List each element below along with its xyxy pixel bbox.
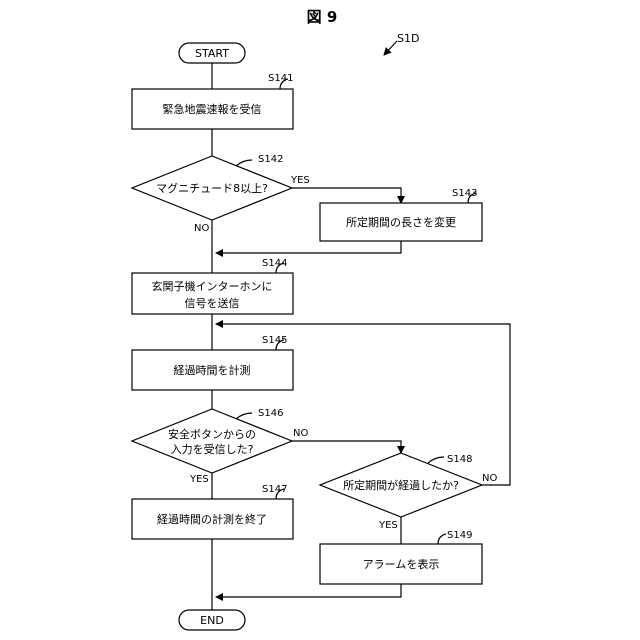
figure-ref-label: S1D bbox=[397, 32, 419, 45]
step-s141-id: S141 bbox=[268, 73, 293, 84]
figure-title: 図 9 bbox=[307, 8, 338, 26]
decision-s146-no: NO bbox=[293, 428, 308, 439]
decision-s142-leader bbox=[236, 160, 252, 166]
connector-s149-merge bbox=[216, 584, 401, 597]
step-s144-line1: 玄関子機インターホンに bbox=[152, 279, 273, 293]
step-s141-text: 緊急地震速報を受信 bbox=[163, 102, 262, 116]
decision-s146-line1: 安全ボタンからの bbox=[168, 427, 256, 441]
decision-s148-no: NO bbox=[482, 473, 497, 484]
step-s143-id: S143 bbox=[452, 188, 477, 199]
decision-s146-id: S146 bbox=[258, 408, 283, 419]
connector-s143-merge bbox=[216, 241, 401, 253]
end-label: END bbox=[200, 614, 224, 627]
step-s144-line2: 信号を送信 bbox=[185, 296, 240, 310]
decision-s142-id: S142 bbox=[258, 154, 283, 165]
decision-s146-leader bbox=[236, 413, 252, 419]
decision-s148-yes: YES bbox=[378, 520, 398, 531]
decision-s146-yes: YES bbox=[189, 474, 209, 485]
step-s149-leader bbox=[438, 534, 446, 544]
decision-s148-leader bbox=[428, 457, 444, 463]
step-s145-text: 経過時間を計測 bbox=[174, 363, 251, 377]
start-label: START bbox=[195, 47, 229, 60]
step-s145-id: S145 bbox=[262, 335, 287, 346]
step-s147-id: S147 bbox=[262, 484, 287, 495]
decision-s146-line2: 入力を受信した? bbox=[171, 443, 254, 456]
step-s149-text: アラームを表示 bbox=[363, 557, 440, 571]
step-s144-id: S144 bbox=[262, 258, 287, 269]
step-s147-text: 経過時間の計測を終了 bbox=[157, 512, 267, 526]
step-s143-text: 所定期間の長さを変更 bbox=[346, 215, 456, 229]
connector-s146-no-s148 bbox=[292, 441, 401, 453]
connector-s142-yes-s143 bbox=[292, 188, 401, 203]
decision-s142-no: NO bbox=[194, 223, 209, 234]
decision-s142-yes: YES bbox=[290, 175, 310, 186]
decision-s148-text: 所定期間が経過したか? bbox=[343, 478, 459, 492]
figure-ref-arrow bbox=[384, 41, 397, 55]
step-s149-id: S149 bbox=[447, 530, 472, 541]
decision-s148-id: S148 bbox=[447, 454, 472, 465]
decision-s142-text: マグニチュード8以上? bbox=[156, 181, 268, 195]
